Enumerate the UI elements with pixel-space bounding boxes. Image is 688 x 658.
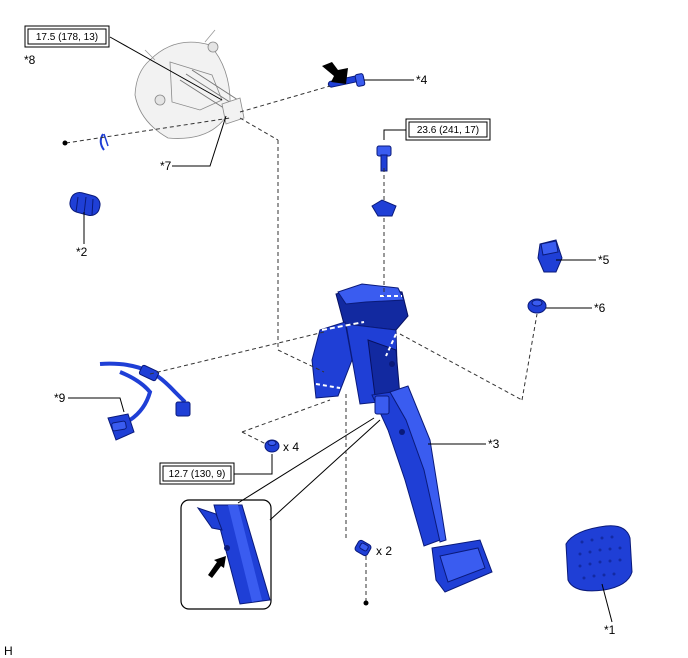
torque-box-lower-nut: 12.7 (130, 9) [159,462,235,485]
pedal-cushion [69,191,101,217]
callout-3: *3 [488,437,500,451]
stop-lamp-switch [537,239,563,273]
bracket-nut [371,199,397,217]
alignment-lines [65,85,538,602]
torque-value: 12.7 (130, 9) [169,469,226,480]
master-cylinder-booster [134,29,245,139]
line-terminal-dot [363,600,369,606]
callout-leaders [68,36,613,623]
callout-8: *8 [24,53,36,67]
torque-value: 23.6 (241, 17) [417,125,479,136]
quantity-bolts: x 2 [376,544,392,558]
torque-value: 17.5 (178, 13) [36,32,98,43]
pedal-bracket-nut [264,439,280,453]
line-terminal-dot [62,140,68,146]
torque-box-master-cylinder: 17.5 (178, 13) [24,25,110,48]
callout-6: *6 [594,301,606,315]
clip [99,133,109,151]
brake-pedal-pad [565,525,633,592]
callout-4: *4 [416,73,428,87]
wire-harness [99,361,191,441]
bracket-bolt [376,145,392,172]
callout-7: *7 [160,159,172,173]
torque-box-bracket-bolt: 23.6 (241, 17) [405,118,491,141]
callout-2: *2 [76,245,88,259]
detail-inset [180,499,272,610]
switch-clip [527,298,547,314]
callout-5: *5 [598,253,610,267]
callout-9: *9 [54,391,66,405]
install-direction-arrow-icon [322,62,348,84]
figure-code: H [4,644,13,658]
detail-arrow-icon [208,556,226,578]
pedal-bolt [354,539,372,557]
callout-1: *1 [604,623,616,637]
brake-pedal-assembly [311,283,493,593]
quantity-nuts: x 4 [283,440,299,454]
